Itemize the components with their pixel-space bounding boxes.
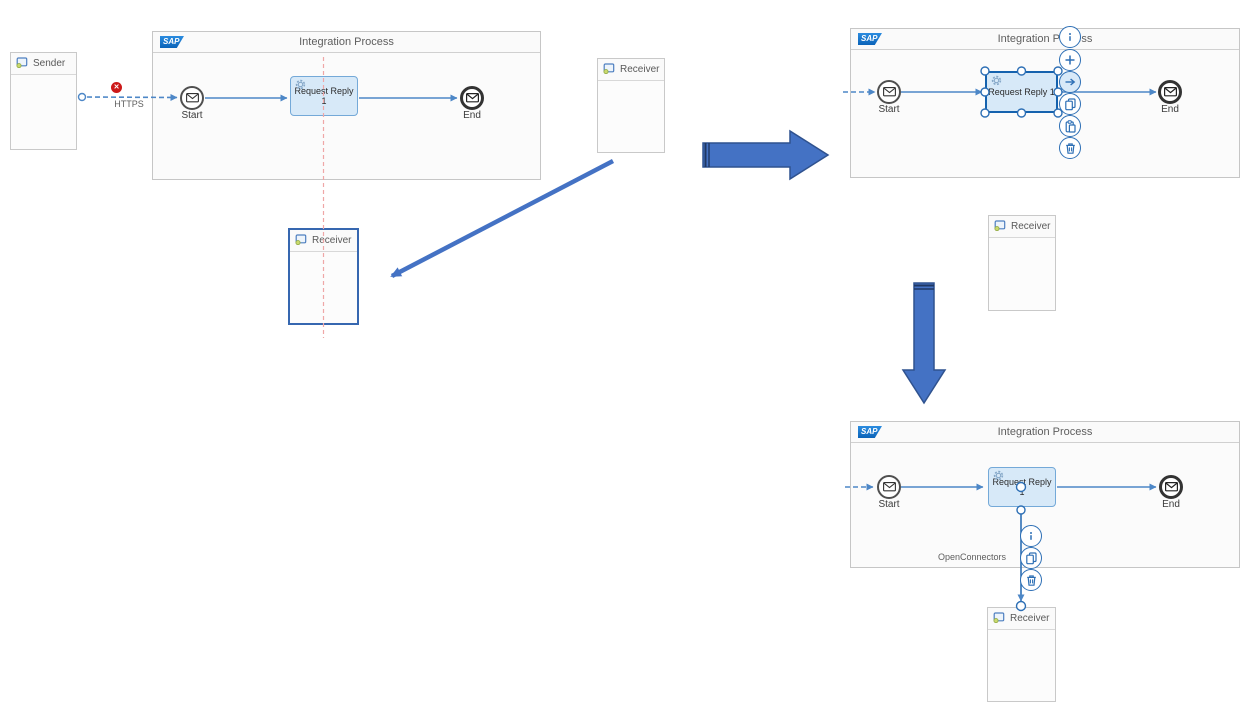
end-event-1[interactable] (460, 86, 484, 110)
message-icon (882, 482, 896, 492)
sender-label: Sender (33, 58, 66, 69)
message-icon (1164, 482, 1178, 492)
panel-2-title: Integration Process (997, 33, 1093, 45)
gear-icon (991, 75, 1002, 88)
openconnectors-label: OpenConnectors (938, 552, 1007, 562)
step-label: Request Reply 1 (988, 87, 1055, 97)
sap-logo: SAP (858, 33, 882, 45)
receiver-label: Receiver (1011, 221, 1051, 232)
panel-3-title: Integration Process (997, 426, 1093, 438)
error-badge-icon: ✕ (111, 82, 122, 93)
receiver-header: Receiver (598, 59, 664, 81)
delete-icon[interactable] (1020, 569, 1042, 591)
panel-1-header: Integration Process SAP (153, 32, 540, 53)
receiver-label: Receiver (620, 64, 660, 75)
message-icon (1163, 87, 1177, 97)
receiver-participant-1[interactable]: Receiver (597, 58, 665, 153)
request-reply-step-3[interactable]: Request Reply 1 (988, 467, 1056, 507)
sap-logo: SAP (160, 36, 184, 48)
end-label-2: End (1161, 104, 1179, 115)
start-event-1[interactable] (180, 86, 204, 110)
receiver-header: Receiver (988, 608, 1055, 630)
sender-participant[interactable]: Sender (10, 52, 77, 150)
receiver-header: Receiver (989, 216, 1055, 238)
paste-icon[interactable] (1059, 115, 1081, 137)
message-icon (465, 93, 479, 103)
start-label-1: Start (181, 110, 203, 121)
receiver-header: Receiver (290, 230, 357, 252)
annotation-arrow-right (702, 129, 830, 181)
gear-icon (295, 79, 306, 92)
panel-3-header: Integration Process SAP (851, 422, 1239, 443)
participant-icon (603, 62, 615, 77)
end-label-1: End (463, 110, 481, 121)
sap-logo: SAP (858, 426, 882, 438)
copy-icon[interactable] (1059, 93, 1081, 115)
copy-icon[interactable] (1020, 547, 1042, 569)
connect-icon[interactable] (1059, 71, 1081, 93)
panel-2-header: Integration Process SAP (851, 29, 1239, 50)
annotation-arrow-down (901, 282, 947, 405)
add-icon[interactable] (1059, 49, 1081, 71)
message-icon (185, 93, 199, 103)
request-reply-step-1[interactable]: Request Reply 1 (290, 76, 358, 116)
participant-icon (993, 611, 1005, 626)
receiver-label: Receiver (1010, 613, 1050, 624)
participant-icon (994, 219, 1006, 234)
end-event-2[interactable] (1158, 80, 1182, 104)
request-reply-step-selected[interactable]: Request Reply 1 (985, 71, 1058, 113)
end-event-3[interactable] (1159, 475, 1183, 499)
info-icon[interactable] (1020, 525, 1042, 547)
receiver-label: Receiver (312, 235, 352, 246)
start-label-3: Start (878, 499, 900, 510)
start-event-2[interactable] (877, 80, 901, 104)
sender-header: Sender (11, 53, 76, 75)
gear-icon (993, 470, 1004, 483)
end-label-3: End (1162, 499, 1180, 510)
info-icon[interactable] (1059, 26, 1081, 48)
start-label-2: Start (878, 104, 900, 115)
receiver-participant-2[interactable]: Receiver (988, 215, 1056, 311)
message-icon (882, 87, 896, 97)
https-label: HTTPS (114, 99, 144, 109)
participant-icon (295, 233, 307, 248)
receiver-participant-selected[interactable]: Receiver (288, 228, 359, 325)
delete-icon[interactable] (1059, 137, 1081, 159)
receiver-participant-3[interactable]: Receiver (987, 607, 1056, 702)
participant-icon (16, 56, 28, 71)
panel-1-title: Integration Process (299, 36, 394, 48)
start-event-3[interactable] (877, 475, 901, 499)
